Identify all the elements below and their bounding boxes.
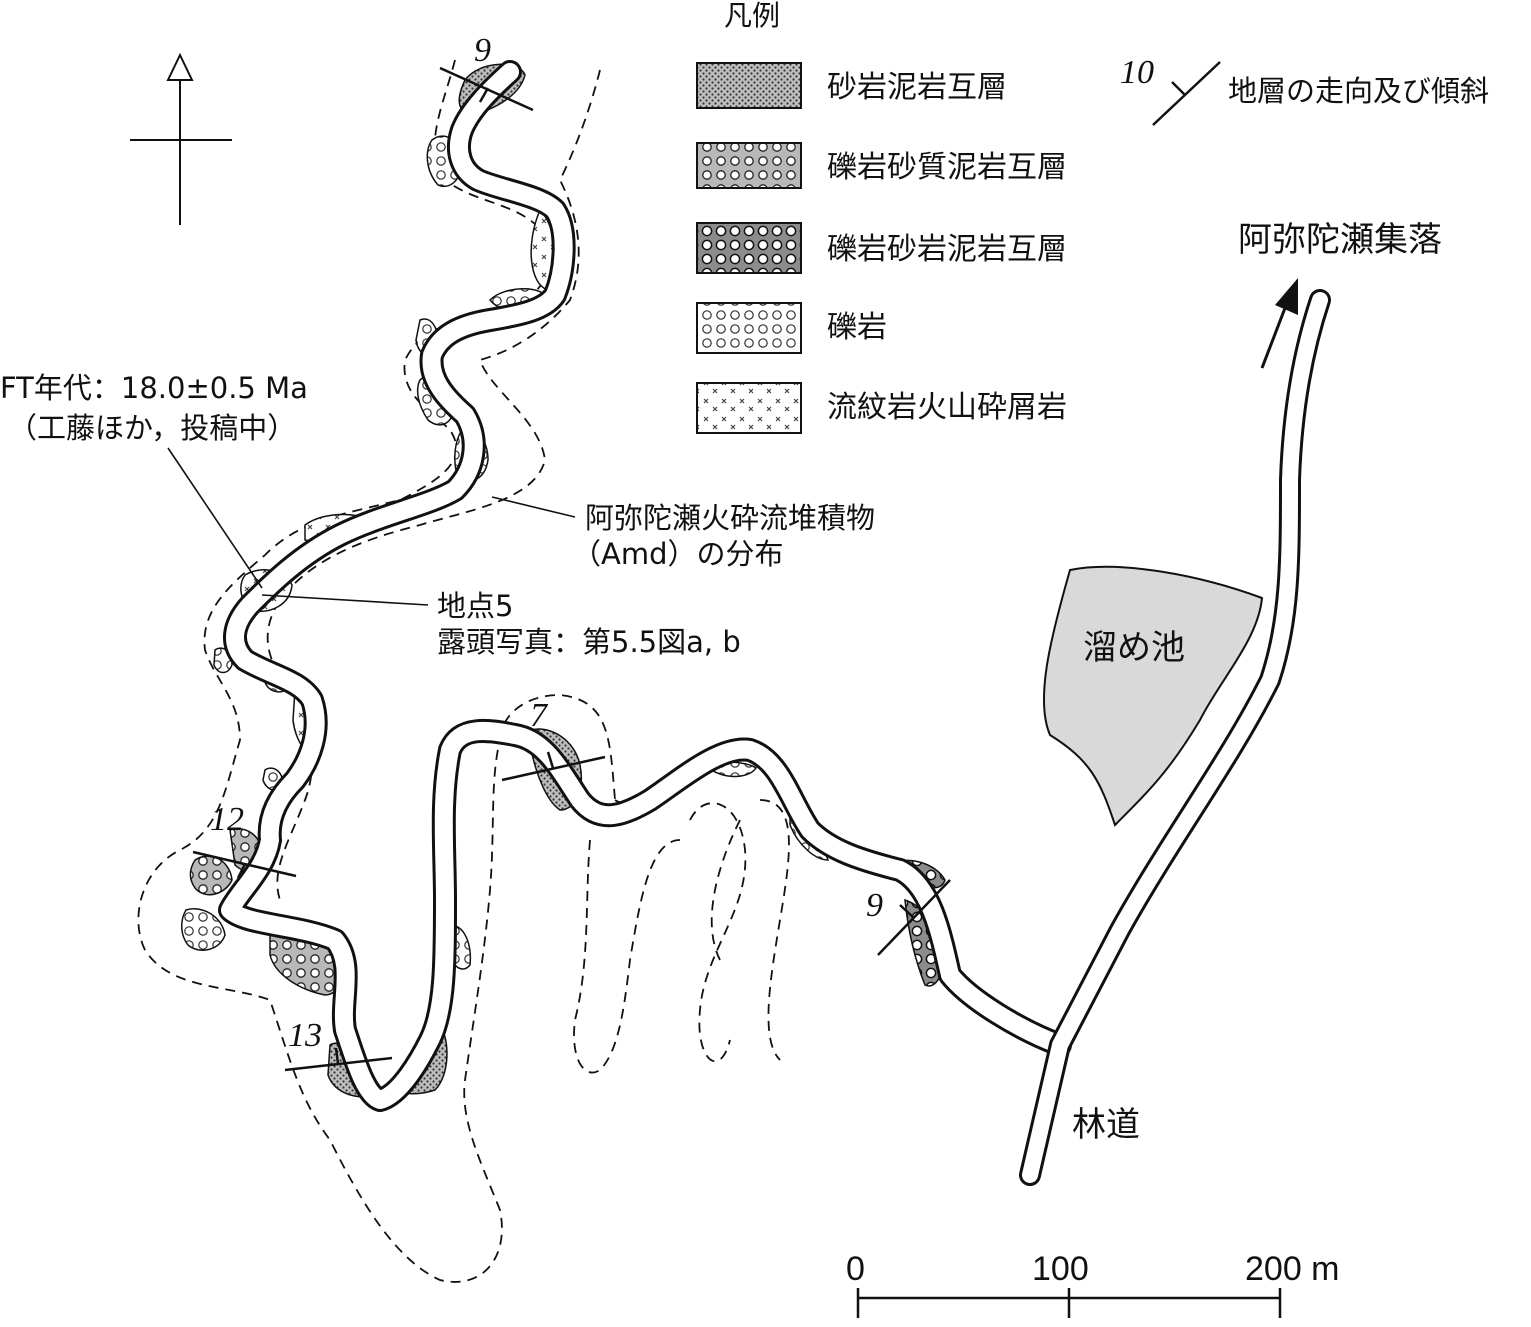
scale-label-100: 100 <box>1032 1250 1089 1288</box>
dip-value-east: 9 <box>866 887 883 924</box>
scale-bar <box>856 1288 1282 1318</box>
legend-label-conglomerate-sandy-mudstone: 礫岩砂質泥岩互層 <box>827 150 1067 185</box>
leader-lines <box>167 447 576 606</box>
scale-label-200m: 200 m <box>1245 1250 1340 1288</box>
scale-label-0: 0 <box>846 1250 865 1288</box>
amd-label: 阿弥陀瀬火砕流堆積物 <box>585 501 876 535</box>
north-arrow-icon <box>130 52 232 225</box>
legend-strike-dip-value: 10 <box>1120 54 1154 91</box>
legend-swatches <box>696 62 802 434</box>
strike-dip-symbols <box>192 66 951 1072</box>
legend-label-sandstone-mudstone: 砂岩泥岩互層 <box>827 70 1007 105</box>
legend-strike-dip-icon <box>1152 61 1221 126</box>
pond <box>1042 565 1264 827</box>
forest-road-label: 林道 <box>1072 1105 1140 1145</box>
dip-value-west: 12 <box>210 801 244 838</box>
village-label: 阿弥陀瀬集落 <box>1238 220 1442 260</box>
ft-age-label: FT年代：18.0±0.5 Ma <box>0 371 308 405</box>
dip-value-north: 9 <box>474 32 491 69</box>
legend-label-conglomerate-sandstone-mudstone: 礫岩砂岩泥岩互層 <box>827 232 1067 267</box>
pond-label: 溜め池 <box>1083 628 1185 668</box>
legend-title: 凡例 <box>724 0 781 32</box>
dip-value-south: 13 <box>288 1017 322 1054</box>
village-direction-arrow-icon <box>1260 278 1298 369</box>
outcrop-photo-label: 露頭写真：第5.5図a, b <box>437 625 741 659</box>
legend-label-conglomerate: 礫岩 <box>827 310 887 345</box>
ft-age-citation: （工藤ほか，投稿中） <box>8 411 297 445</box>
site-label: 地点5 <box>437 589 514 623</box>
legend-strike-dip-label: 地層の走向及び傾斜 <box>1228 74 1490 108</box>
amd-distribution-label: （Amd）の分布 <box>572 537 784 571</box>
amd-distribution-outline <box>137 59 790 1283</box>
dip-value-center: 7 <box>530 697 547 734</box>
legend-label-rhyolite-pyroclastic: 流紋岩火山砕屑岩 <box>827 390 1067 425</box>
